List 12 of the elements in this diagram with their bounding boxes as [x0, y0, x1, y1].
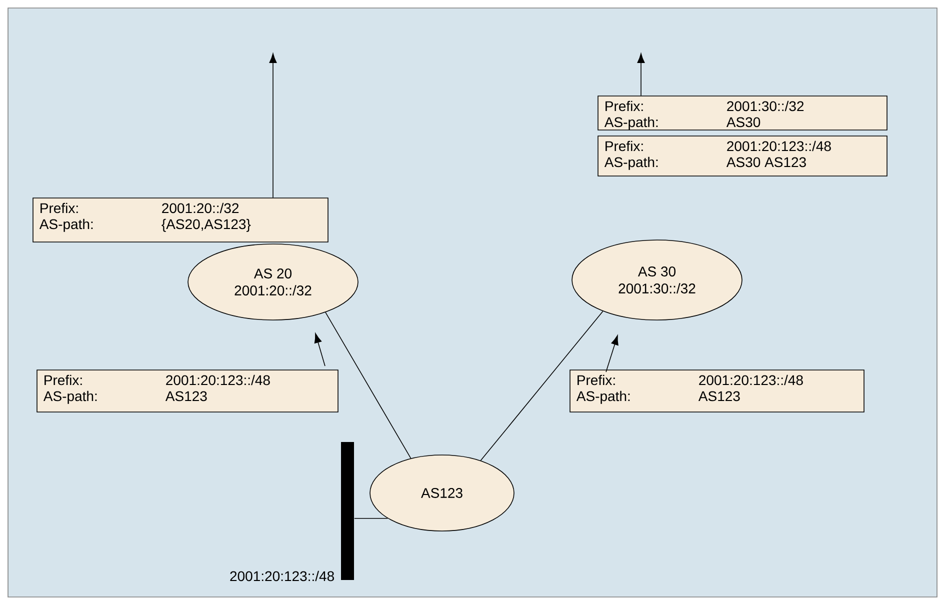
connector — [325, 312, 412, 459]
connector — [480, 310, 604, 461]
route-box: Prefix: 2001:20:123::/48 AS-path: AS123 — [570, 370, 864, 412]
connector — [637, 53, 645, 96]
network-bar — [341, 442, 354, 580]
connector — [354, 518, 388, 519]
route-box: Prefix: 2001:20::/32 AS-path: {AS20,AS123} — [32, 198, 328, 242]
route-box: Prefix: 2001:20:123::/48 AS-path: AS30 AS123 — [598, 136, 888, 176]
route-box: Prefix: 2001:30::/32 AS-path: AS30 — [598, 96, 888, 130]
prefix-label: 2001:20:123::/48 — [230, 570, 334, 582]
connector — [269, 53, 277, 198]
route-box: Prefix: 2001:20:123::/48 AS-path: AS123 — [36, 370, 338, 412]
